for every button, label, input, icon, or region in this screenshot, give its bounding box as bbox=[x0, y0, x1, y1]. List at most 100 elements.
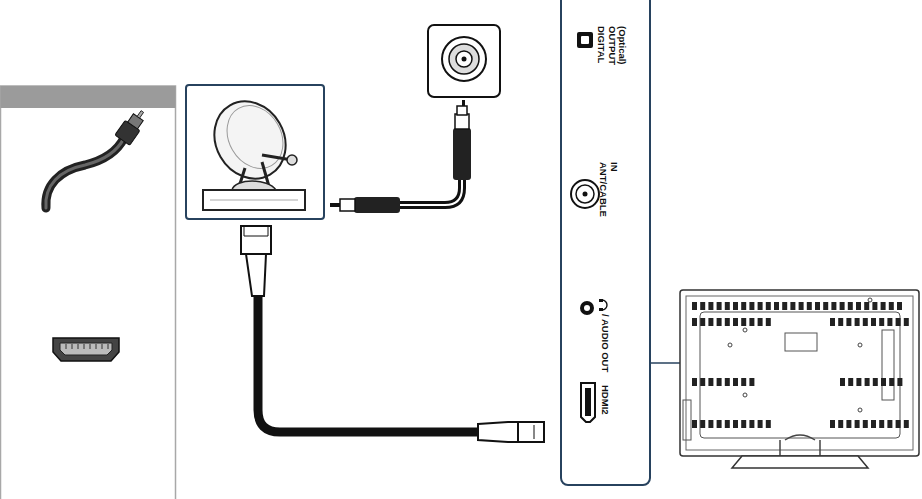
vent-slot bbox=[889, 378, 894, 386]
vent-slot bbox=[823, 302, 828, 310]
port-label: ANT/CABLE IN bbox=[598, 162, 619, 220]
vent-slot bbox=[749, 378, 754, 386]
vent-slot bbox=[815, 302, 820, 310]
vent-slot bbox=[865, 378, 870, 386]
vent-slot bbox=[881, 302, 886, 310]
vent-slot bbox=[692, 420, 697, 428]
screw-hole bbox=[858, 408, 862, 412]
vent-slot bbox=[749, 420, 754, 428]
vent-slot bbox=[871, 420, 876, 428]
vent-slot bbox=[840, 378, 845, 386]
vent-slot bbox=[700, 318, 705, 326]
vent-slot bbox=[830, 318, 835, 326]
vent-slot bbox=[855, 420, 860, 428]
vent-slot bbox=[830, 420, 835, 428]
vent-slot bbox=[887, 420, 892, 428]
vent-slot bbox=[717, 318, 722, 326]
headphone-symbol bbox=[599, 299, 607, 311]
vent-slot bbox=[871, 318, 876, 326]
vent-slot bbox=[733, 302, 738, 310]
vent-slot bbox=[897, 302, 902, 310]
vent-slot bbox=[758, 318, 763, 326]
vent-slot bbox=[749, 302, 754, 310]
vent-slot bbox=[872, 302, 877, 310]
vent-slot bbox=[725, 318, 730, 326]
vent-slot bbox=[774, 302, 779, 310]
vent-slot bbox=[725, 302, 730, 310]
screw-hole bbox=[743, 393, 747, 397]
vent-slot bbox=[790, 302, 795, 310]
satellite-dish-box bbox=[186, 85, 324, 219]
vent-slot bbox=[904, 318, 909, 326]
vent-slot bbox=[741, 378, 746, 386]
vent-slot bbox=[766, 318, 771, 326]
vent-slot bbox=[897, 378, 902, 386]
port-panel: DIGITAL OUTPUT (Optical) ANT/CABLE IN / AU… bbox=[560, 0, 651, 486]
vent-slot bbox=[896, 318, 901, 326]
vent-slot bbox=[864, 302, 869, 310]
vent-slot bbox=[846, 420, 851, 428]
vent-slot bbox=[708, 318, 713, 326]
vent-slot bbox=[766, 420, 771, 428]
vent-slot bbox=[733, 420, 738, 428]
vent-slot bbox=[848, 302, 853, 310]
vent-slot bbox=[708, 302, 713, 310]
vent-slot bbox=[692, 302, 697, 310]
screw-hole bbox=[858, 343, 862, 347]
vent-slot bbox=[766, 302, 771, 310]
screw-hole bbox=[728, 343, 732, 347]
vent-slot bbox=[700, 302, 705, 310]
vent-slot bbox=[873, 378, 878, 386]
vent-slot bbox=[741, 318, 746, 326]
vent-slot bbox=[799, 302, 804, 310]
vent-slot bbox=[733, 318, 738, 326]
vent-slot bbox=[831, 302, 836, 310]
port-label: DIGITAL OUTPUT (Optical) bbox=[596, 26, 627, 74]
vent-slot bbox=[855, 318, 860, 326]
vent-slot bbox=[863, 420, 868, 428]
vent-slot bbox=[879, 318, 884, 326]
vent-slot bbox=[782, 302, 787, 310]
vent-slot bbox=[692, 318, 697, 326]
vent-slot bbox=[741, 302, 746, 310]
vent-slot bbox=[863, 318, 868, 326]
vent-slot bbox=[758, 420, 763, 428]
vent-slot bbox=[741, 420, 746, 428]
vent-slot bbox=[749, 318, 754, 326]
vent-slot bbox=[758, 302, 763, 310]
vent-slot bbox=[904, 420, 909, 428]
port-label: HDMI2 bbox=[600, 385, 610, 425]
vent-slot bbox=[700, 420, 705, 428]
vent-slot bbox=[840, 302, 845, 310]
vent-slot bbox=[887, 318, 892, 326]
vent-slot bbox=[708, 420, 713, 428]
vent-slot bbox=[848, 378, 853, 386]
vent-slot bbox=[889, 302, 894, 310]
screw-hole bbox=[743, 328, 747, 332]
vent-slot bbox=[879, 420, 884, 428]
wall-antenna-jack bbox=[428, 25, 500, 97]
screw-hole bbox=[868, 298, 872, 302]
vent-slot bbox=[856, 302, 861, 310]
vent-slot bbox=[838, 318, 843, 326]
vent-slot bbox=[708, 378, 713, 386]
vent-slot bbox=[846, 318, 851, 326]
port-label: / AUDIO OUT bbox=[600, 314, 610, 384]
vent-slot bbox=[733, 378, 738, 386]
hdmi-cable bbox=[241, 226, 544, 442]
cable-legend-panel bbox=[1, 86, 176, 499]
vent-slot bbox=[807, 302, 812, 310]
vent-slot bbox=[725, 378, 730, 386]
vent-slot bbox=[717, 302, 722, 310]
vent-slot bbox=[717, 378, 722, 386]
vent-slot bbox=[896, 420, 901, 428]
coax-cable bbox=[330, 100, 471, 213]
vent-slot bbox=[856, 378, 861, 386]
vent-slot bbox=[725, 420, 730, 428]
tv-rear-view bbox=[680, 290, 919, 468]
vent-slot bbox=[700, 378, 705, 386]
vent-slot bbox=[838, 420, 843, 428]
vent-slot bbox=[692, 378, 697, 386]
vent-slot bbox=[881, 378, 886, 386]
